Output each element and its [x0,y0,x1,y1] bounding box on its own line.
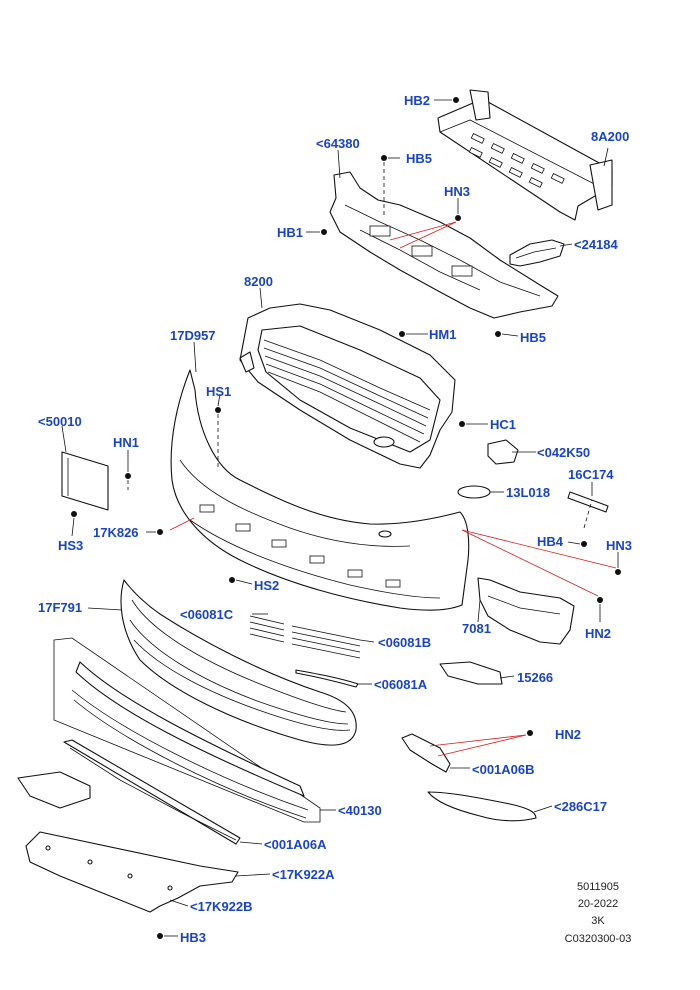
callout-17d957: 17D957 [170,328,216,343]
callout-hb2: HB2 [404,93,430,108]
bracket-042k50 [487,439,519,465]
callout-hs2: HS2 [254,578,279,593]
callout-hb5-top: HB5 [406,151,432,166]
callout-hs1: HS1 [206,384,231,399]
callout-8200: 8200 [244,274,273,289]
bracket-7081 [477,577,575,645]
callout-hn1: HN1 [113,435,139,450]
bar-16c174 [567,491,609,513]
callout-hm1: HM1 [429,327,456,342]
bracket-001a06b [401,733,451,773]
panel-40130 [53,637,321,823]
callout-hs3: HS3 [58,538,83,553]
callout-17k922b: <17K922B [190,899,253,914]
callout-hb3: HB3 [180,930,206,945]
bumper-cover-17d957 [170,369,470,611]
callout-hb1: HB1 [277,225,303,240]
callout-hb5-mid: HB5 [520,330,546,345]
callout-13l018: 13L018 [506,485,550,500]
callout-06081a: <06081A [374,677,428,692]
trim-06081a [295,669,359,688]
callout-7081: 7081 [462,621,491,636]
callout-hc1: HC1 [490,417,516,432]
reference-code: 3K [591,915,605,927]
reference-illustration-id: C0320300-03 [565,933,632,945]
bracket-8a200 [437,89,613,221]
callout-hn2-right: HN2 [585,626,611,641]
callout-042k50: <042K50 [537,445,590,460]
reference-block: 5011905 20-2022 3K C0320300-03 [565,881,632,945]
callout-hn3-top: HN3 [444,184,470,199]
panel-17k922a [17,771,91,809]
callout-17f791: 17F791 [38,600,82,615]
fasteners [71,97,621,939]
callout-06081c: <06081C [180,607,234,622]
callout-8a200: 8A200 [591,129,629,144]
lower-grille-17f791 [120,579,357,746]
trim-06081b [291,625,361,659]
leader-lines [61,99,619,937]
reference-date: 20-2022 [578,898,618,910]
callout-50010: <50010 [38,414,82,429]
callout-40130: <40130 [338,803,382,818]
callout-17k922a: <17K922A [272,867,335,882]
callout-24184: <24184 [574,237,619,252]
trim-286c17 [427,791,537,822]
callout-hn2-lower: HN2 [555,727,581,742]
bracket-24184 [509,239,565,267]
cap-13l018 [457,485,491,499]
callout-001a06a: <001A06A [264,837,327,852]
reference-number: 5011905 [577,881,619,893]
strip-001a06a [63,739,241,845]
plate-50010 [61,451,109,511]
grille-8200 [239,303,456,469]
callout-286c17: <286C17 [554,799,607,814]
callout-labels: HB2 8A200 <64380 HB5 HN3 HB1 <24184 8200… [38,93,632,945]
callout-hb4: HB4 [537,534,564,549]
callout-hn3-right: HN3 [606,538,632,553]
callout-64380: <64380 [316,136,360,151]
callout-17k826: 17K826 [93,525,139,540]
callout-06081b: <06081B [378,635,431,650]
absorber-64380 [329,171,559,319]
callout-15266: 15266 [517,670,553,685]
callout-16c174: 16C174 [568,467,614,482]
callout-001a06b: <001A06B [472,762,535,777]
trim-06081c [249,615,285,643]
undertray-17k922b [25,831,239,913]
bracket-15266 [439,661,503,685]
